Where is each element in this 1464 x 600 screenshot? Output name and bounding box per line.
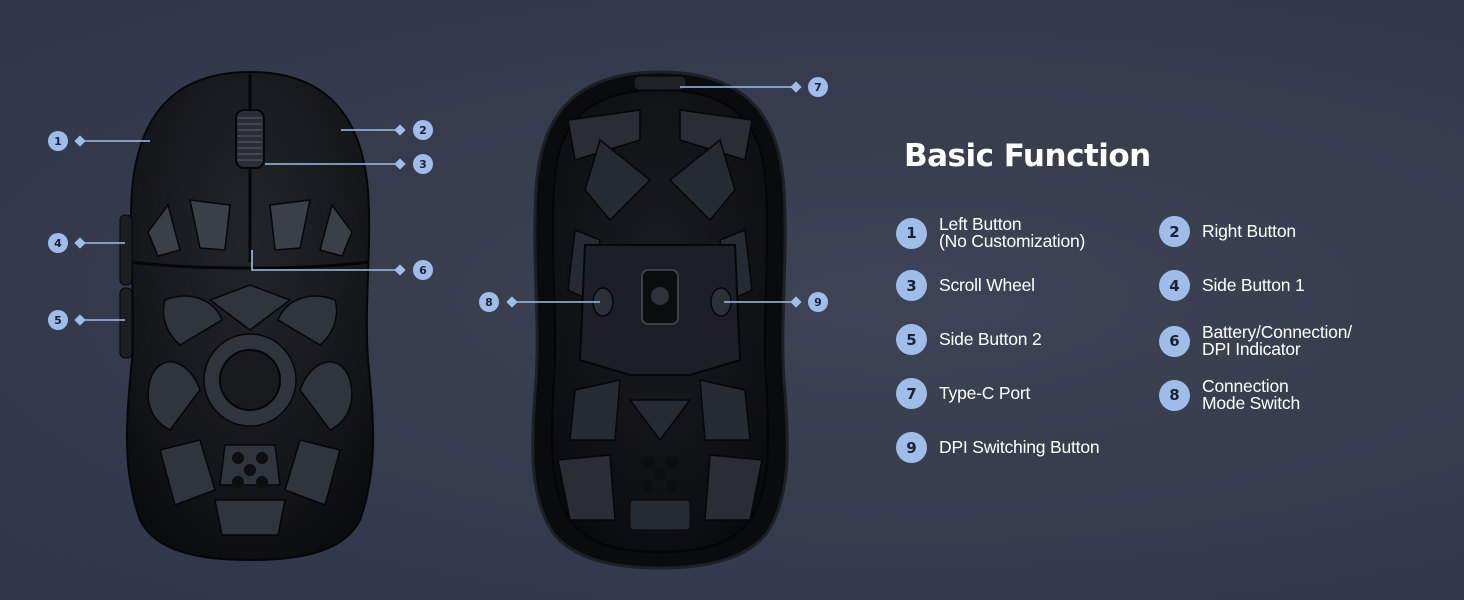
legend-number: 2 [1159,216,1190,247]
legend-label: Right Button [1202,221,1296,241]
legend-item-left-button: 1 Left Button (No Customization) [896,214,1086,251]
legend-label: Left Button (No Customization) [939,214,1086,251]
legend-item-side-button-1: 4 Side Button 1 [1159,270,1305,301]
callout-badge-9: 9 [808,292,828,312]
legend-number: 9 [896,432,927,463]
legend-label: Scroll Wheel [939,275,1035,295]
legend-label: Type-C Port [939,383,1031,403]
section-title: Basic Function [904,138,1151,174]
legend-label: Side Button 2 [939,329,1042,349]
legend-label: DPI Switching Button [939,437,1100,457]
legend-item-dpi-switching-button: 9 DPI Switching Button [896,432,1100,463]
legend-item-indicator: 6 Battery/Connection/ DPI Indicator [1159,322,1352,359]
callout-number: 3 [419,158,427,171]
mouse-bottom-view [531,70,789,570]
mouse-top-view [119,70,375,562]
callout-badge-3: 3 [413,154,433,174]
callout-badge-6: 6 [413,260,433,280]
callout-badge-8: 8 [479,292,499,312]
legend-number: 4 [1159,270,1190,301]
legend-number: 1 [896,217,927,249]
callout-number: 9 [814,296,822,309]
callout-number: 4 [54,237,62,250]
callout-badge-1: 1 [48,131,68,151]
callout-badge-7: 7 [808,77,828,97]
callout-badge-2: 2 [413,120,433,140]
callout-number: 2 [419,124,427,137]
legend-item-scroll-wheel: 3 Scroll Wheel [896,270,1035,301]
callout-number: 6 [419,264,427,277]
callout-number: 8 [485,296,493,309]
legend-number: 3 [896,270,927,301]
legend-item-right-button: 2 Right Button [1159,216,1296,247]
legend-item-type-c-port: 7 Type-C Port [896,378,1030,409]
legend-item-connection-mode-switch: 8 Connection Mode Switch [1159,376,1300,413]
callout-badge-5: 5 [48,310,68,330]
legend-number: 7 [896,378,927,409]
leader-lines [80,86,796,321]
legend-number: 8 [1159,379,1190,411]
legend-label: Side Button 1 [1202,275,1305,295]
legend-label: Battery/Connection/ DPI Indicator [1202,322,1352,359]
callout-badge-4: 4 [48,233,68,253]
legend-item-side-button-2: 5 Side Button 2 [896,324,1042,355]
callout-number: 1 [54,135,62,148]
legend-label: Connection Mode Switch [1202,376,1300,413]
callout-number: 5 [54,314,62,327]
legend-number: 5 [896,324,927,355]
legend-number: 6 [1159,325,1190,357]
callout-number: 7 [814,81,822,94]
